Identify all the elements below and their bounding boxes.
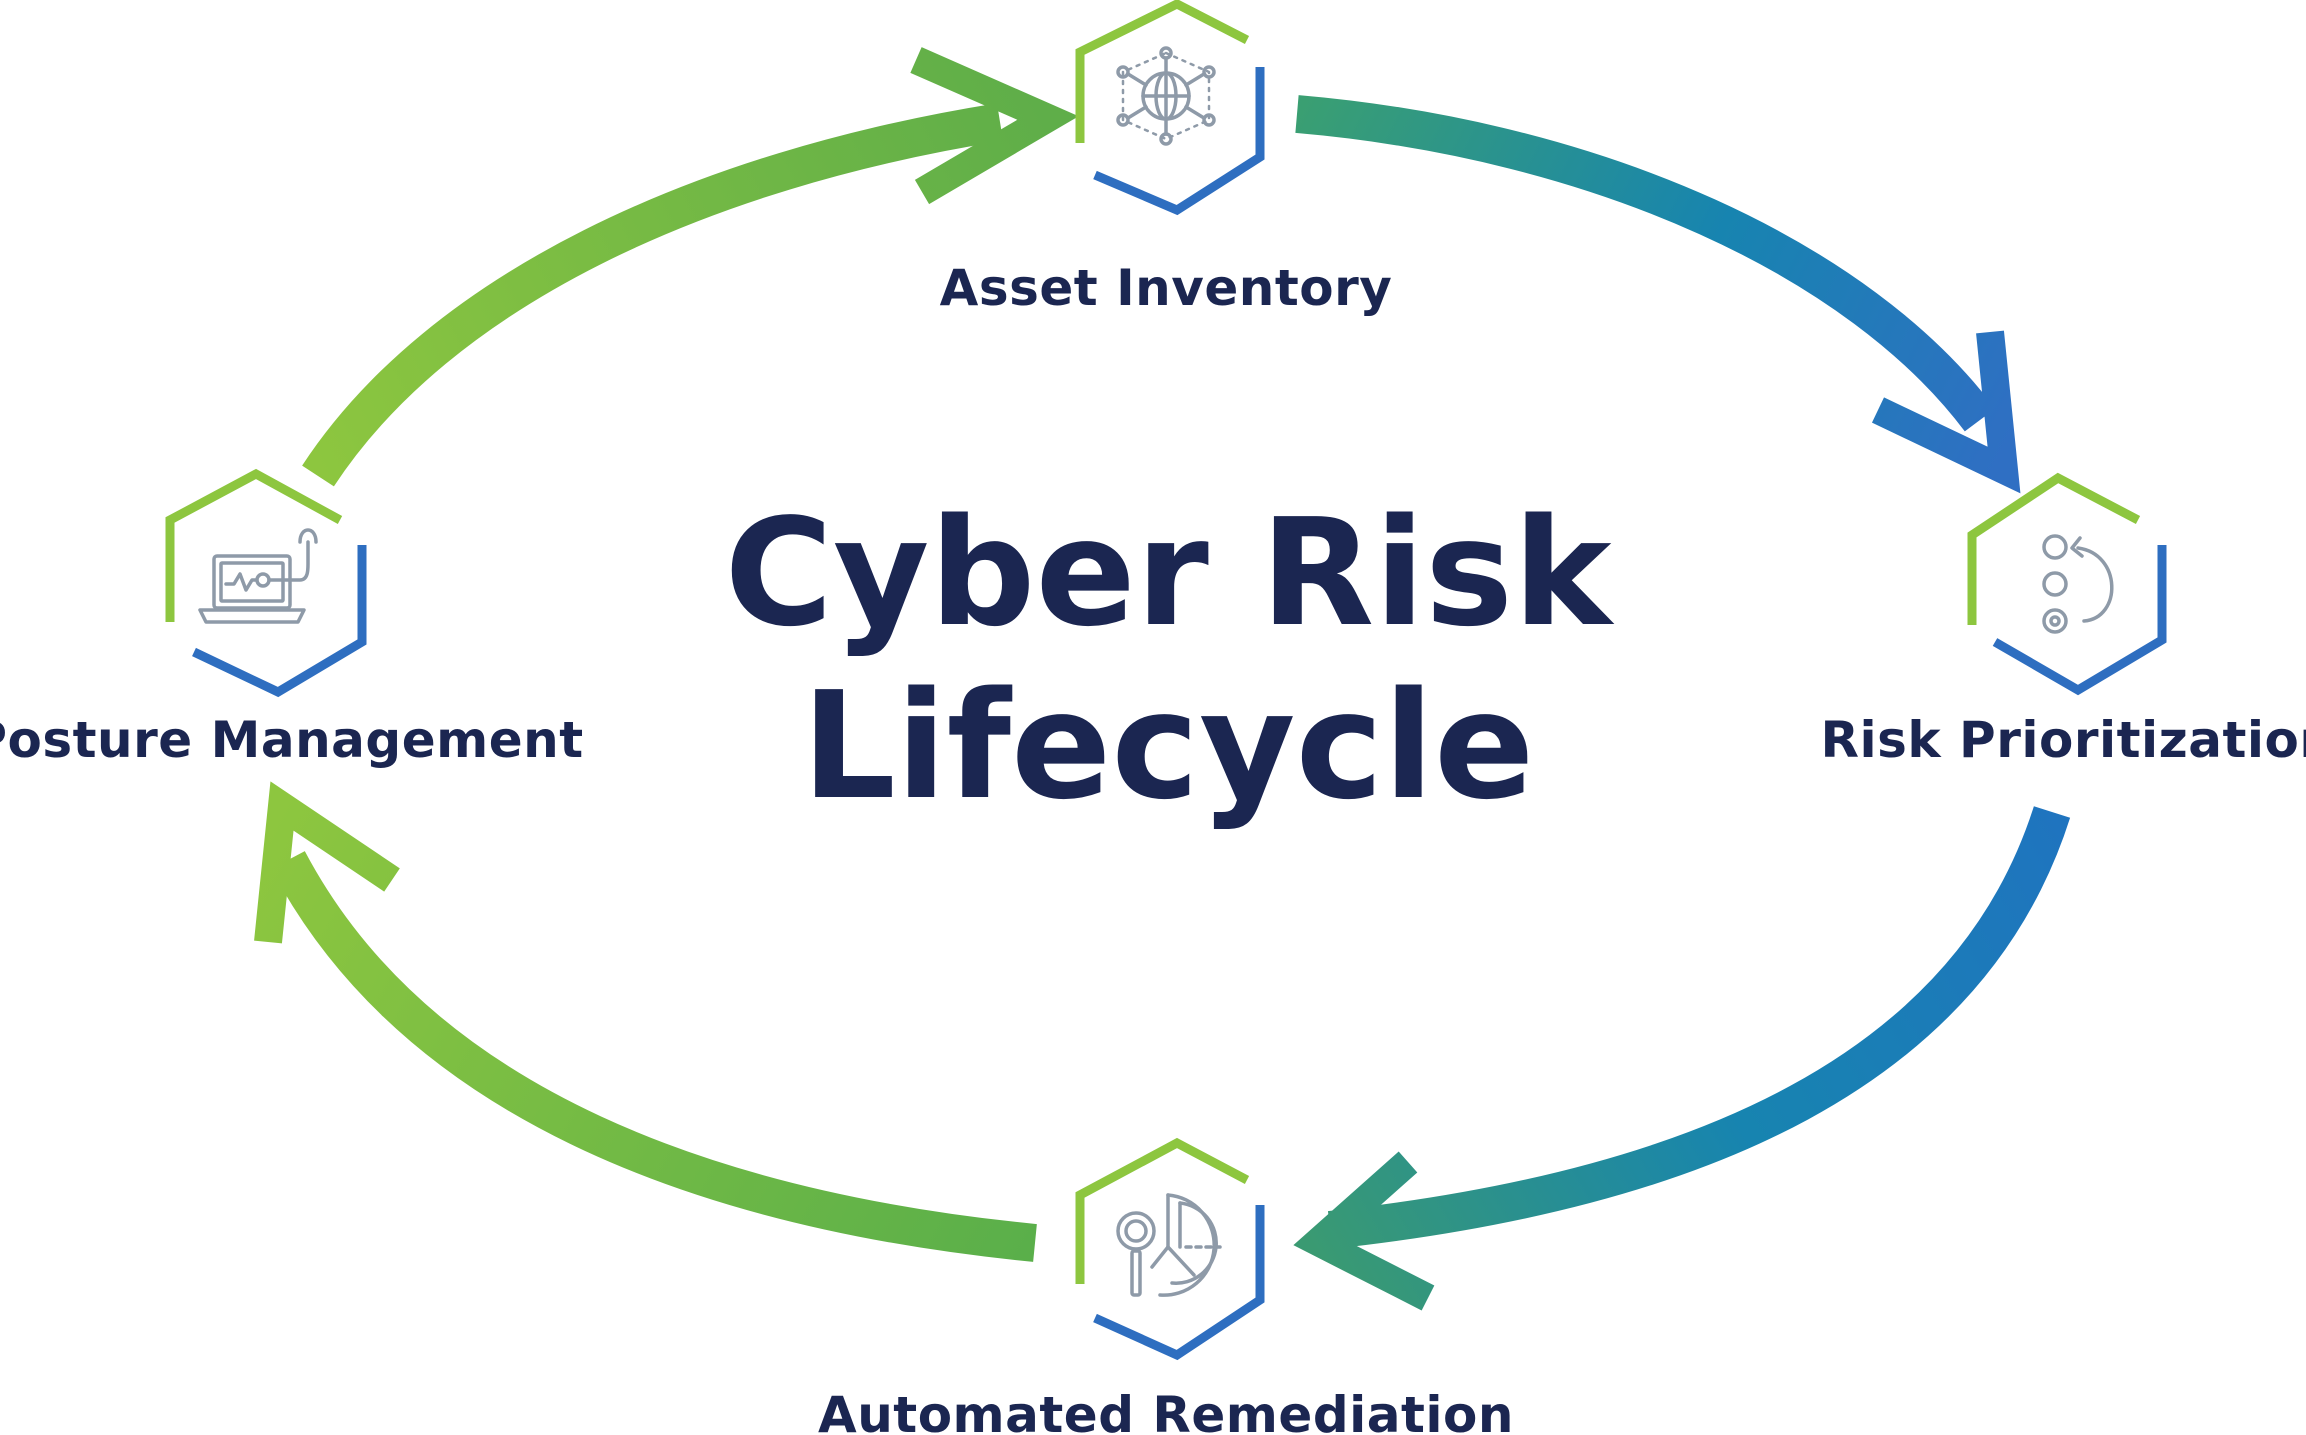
arrowhead-risk-prioritization bbox=[1871, 330, 2021, 494]
page-title: Cyber Risk Lifecycle bbox=[724, 487, 1615, 832]
hexagon-frame bbox=[1075, 0, 1265, 216]
arrowhead-asset-inventory bbox=[910, 47, 1079, 205]
stage-label: Posture Management bbox=[0, 711, 584, 769]
stage-risk-prioritization: Risk Prioritization bbox=[1820, 472, 2306, 769]
stage-label: Automated Remediation bbox=[818, 1386, 1514, 1435]
hexagon-frame bbox=[1075, 1137, 1265, 1361]
stage-label: Asset Inventory bbox=[940, 259, 1393, 317]
hexagon-frame bbox=[1967, 472, 2167, 696]
title-line-1: Cyber Risk bbox=[724, 487, 1615, 659]
arc-posture-to-asset bbox=[302, 47, 1079, 487]
arc-remediation-to-posture bbox=[254, 781, 1037, 1262]
magnifier-chart-icon bbox=[1116, 1193, 1222, 1297]
stage-posture-management: Posture Management bbox=[0, 468, 584, 769]
network-globe-icon bbox=[1116, 46, 1216, 146]
laptop-stethoscope-icon bbox=[198, 528, 318, 624]
arrowhead-automated-remediation bbox=[1293, 1151, 1435, 1311]
stage-label: Risk Prioritization bbox=[1820, 711, 2306, 769]
prioritized-list-icon bbox=[2042, 534, 2114, 634]
stage-asset-inventory: Asset Inventory bbox=[940, 0, 1393, 317]
arc-asset-to-risk bbox=[1295, 95, 2021, 494]
hexagon-frame bbox=[165, 468, 367, 698]
title-line-2: Lifecycle bbox=[802, 660, 1535, 832]
stage-automated-remediation: Automated Remediation bbox=[818, 1137, 1514, 1435]
arc-risk-to-remediation bbox=[1293, 806, 2071, 1311]
arrowhead-posture-management bbox=[254, 781, 400, 944]
